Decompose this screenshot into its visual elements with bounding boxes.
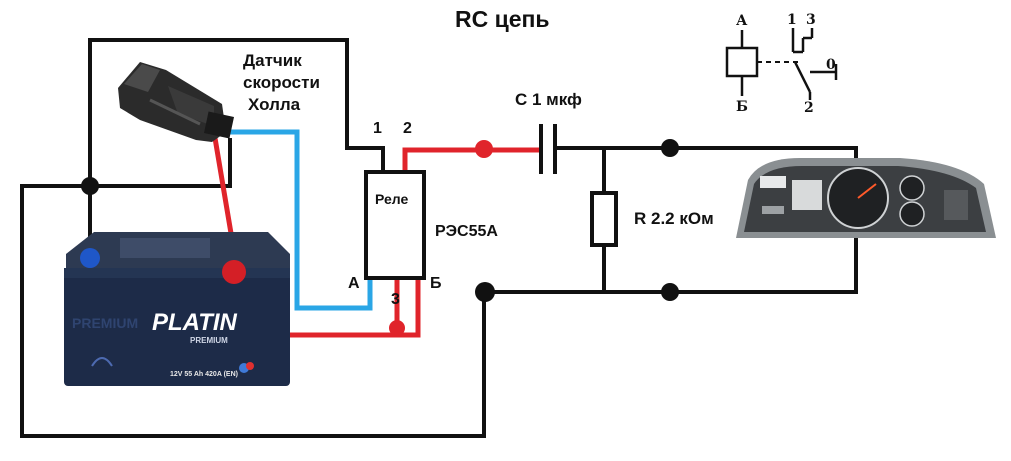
junction-dot: [475, 282, 495, 302]
symbol-label-a: А: [736, 13, 748, 29]
junction-dot: [661, 139, 679, 157]
instrument-cluster-image: [736, 158, 996, 238]
relay-pin-b: Б: [430, 275, 442, 292]
relay-pin-a: А: [348, 275, 360, 292]
sensor-label-line1: Датчик: [243, 51, 302, 70]
symbol-label-2: 2: [804, 100, 814, 116]
black-wires: [20, 38, 858, 438]
relay-pin-2: 2: [403, 120, 412, 137]
blue-wire: [223, 129, 373, 311]
junction-dot: [81, 177, 99, 195]
battery-spec: 12V 55 Ah 420A (EN): [170, 371, 238, 378]
junction-dot: [389, 320, 405, 336]
relay-box: [364, 170, 426, 280]
battery-sub: PREMIUM: [190, 336, 228, 345]
resistor: [590, 191, 618, 247]
junction-dot: [475, 140, 493, 158]
relay-symbol: [725, 28, 838, 100]
junction-dot: [661, 283, 679, 301]
capacitor-label: C 1 мкф: [515, 90, 582, 109]
sensor-label-line3: Холла: [248, 95, 301, 114]
capacitor: [539, 124, 557, 174]
battery-brand: PLATIN: [152, 309, 238, 336]
symbol-label-1: 1: [787, 12, 797, 28]
battery-image: [64, 232, 290, 386]
symbol-label-b: Б: [736, 99, 748, 115]
junction-dots: [81, 139, 679, 336]
battery-side-text: PREMIUM: [72, 315, 138, 331]
sensor-label-line2: скорости: [243, 73, 320, 92]
diagram-title: RC цепь: [455, 6, 550, 32]
symbol-label-3: 3: [806, 12, 816, 28]
relay-model: РЭС55А: [435, 223, 498, 240]
symbol-label-0: 0: [826, 57, 836, 73]
resistor-label: R 2.2 кОм: [634, 209, 714, 228]
hall-sensor-image: [118, 62, 235, 142]
relay-label: Реле: [375, 191, 408, 207]
relay-pin-1: 1: [373, 120, 382, 137]
relay-pin-3: 3: [391, 291, 400, 308]
